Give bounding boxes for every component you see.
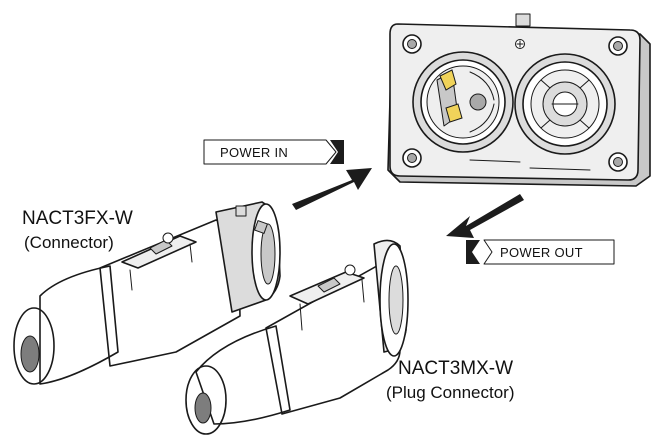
power-out-label: POWER OUT xyxy=(500,245,583,260)
mount-hole-bl xyxy=(402,148,422,168)
arrow-down-left-icon xyxy=(446,194,524,238)
arrow-up-right-icon xyxy=(292,168,372,210)
connector-model-label: NACT3FX-W xyxy=(22,208,133,229)
plug-desc-label: (Plug Connector) xyxy=(386,383,515,402)
plug-model-label: NACT3MX-W xyxy=(398,358,513,379)
socket-power-in xyxy=(412,51,514,153)
mount-hole-tl xyxy=(402,34,422,54)
callout-power-in: POWER IN xyxy=(203,139,344,165)
socket-power-out xyxy=(514,53,616,155)
panel-receptacle xyxy=(387,13,651,187)
mount-hole-br xyxy=(608,152,628,172)
connector-nact3fx xyxy=(13,201,281,385)
callout-power-out: POWER OUT xyxy=(466,239,615,265)
power-in-label: POWER IN xyxy=(220,145,288,160)
plug-connector-nact3mx xyxy=(185,239,409,435)
mount-hole-tr xyxy=(608,36,628,56)
connector-desc-label: (Connector) xyxy=(24,233,114,252)
